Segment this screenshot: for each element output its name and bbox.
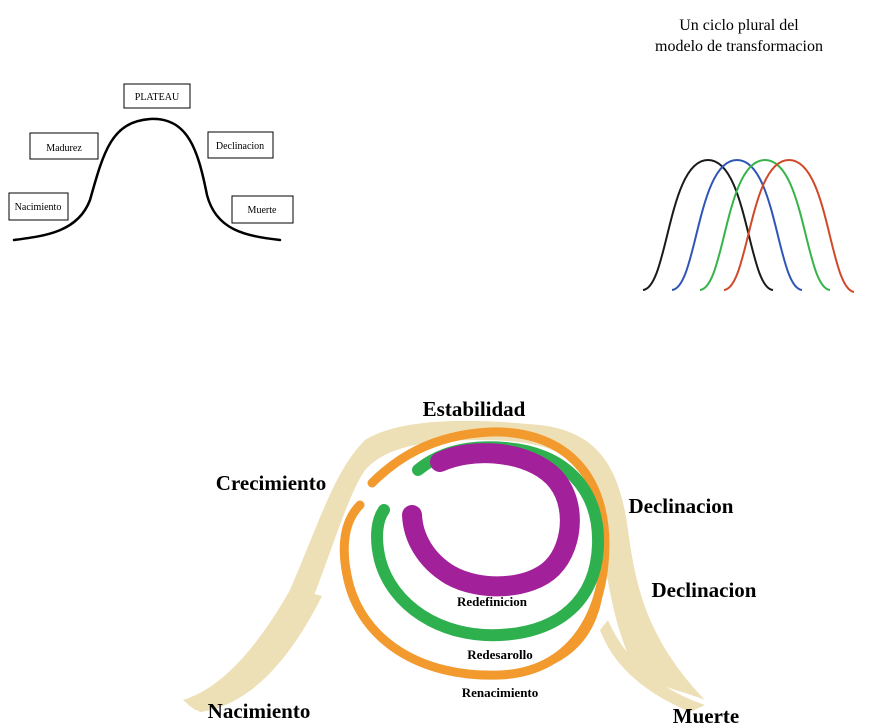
simple-bell-curve <box>12 117 282 242</box>
muerte-label: Muerte <box>248 205 277 216</box>
beige-bell-arm-left <box>188 590 322 712</box>
beige-bell-arm-right <box>600 620 705 712</box>
plural-cycle-title-line-1: Un ciclo plural del <box>679 17 799 34</box>
madurez-box: Madurez <box>29 132 99 160</box>
estabilidad-label: Estabilidad <box>423 397 526 421</box>
plural-curves <box>642 158 855 293</box>
transformation-diagram: Estabilidad Crecimiento Declinacion Decl… <box>183 397 757 726</box>
declinacion-label: Declinacion <box>216 141 264 152</box>
plural-cycle-title-line-2: modelo de transformacion <box>655 38 823 55</box>
purple-ring <box>402 443 580 597</box>
declinacion-label-2: Declinacion <box>652 578 757 602</box>
simple-lifecycle-diagram: PLATEAU Madurez Declinacion Nacimiento M… <box>8 83 294 242</box>
declinacion-label-1: Declinacion <box>629 494 734 518</box>
plural-curve-green <box>699 158 831 291</box>
plateau-box: PLATEAU <box>123 83 191 109</box>
redefinicion-label: Redefinicion <box>457 594 528 609</box>
madurez-label: Madurez <box>46 143 82 154</box>
crecimiento-label: Crecimiento <box>216 471 326 495</box>
plateau-label: PLATEAU <box>135 92 180 103</box>
declinacion-box: Declinacion <box>207 131 274 159</box>
muerte-box: Muerte <box>231 195 294 224</box>
plural-curve-blue <box>671 158 803 291</box>
nacimiento-label: Nacimiento <box>15 202 62 213</box>
plural-cycle-diagram: Un ciclo plural del modelo de transforma… <box>642 17 855 293</box>
redesarollo-label: Redesarollo <box>467 647 532 662</box>
muerte-label: Muerte <box>673 704 739 726</box>
renacimiento-label: Renacimiento <box>462 685 539 700</box>
nacimiento-box: Nacimiento <box>8 192 69 221</box>
plural-curve-black <box>642 158 774 291</box>
nacimiento-label: Nacimiento <box>208 699 311 723</box>
plural-curve-red <box>723 158 855 293</box>
orange-ring <box>339 427 610 680</box>
